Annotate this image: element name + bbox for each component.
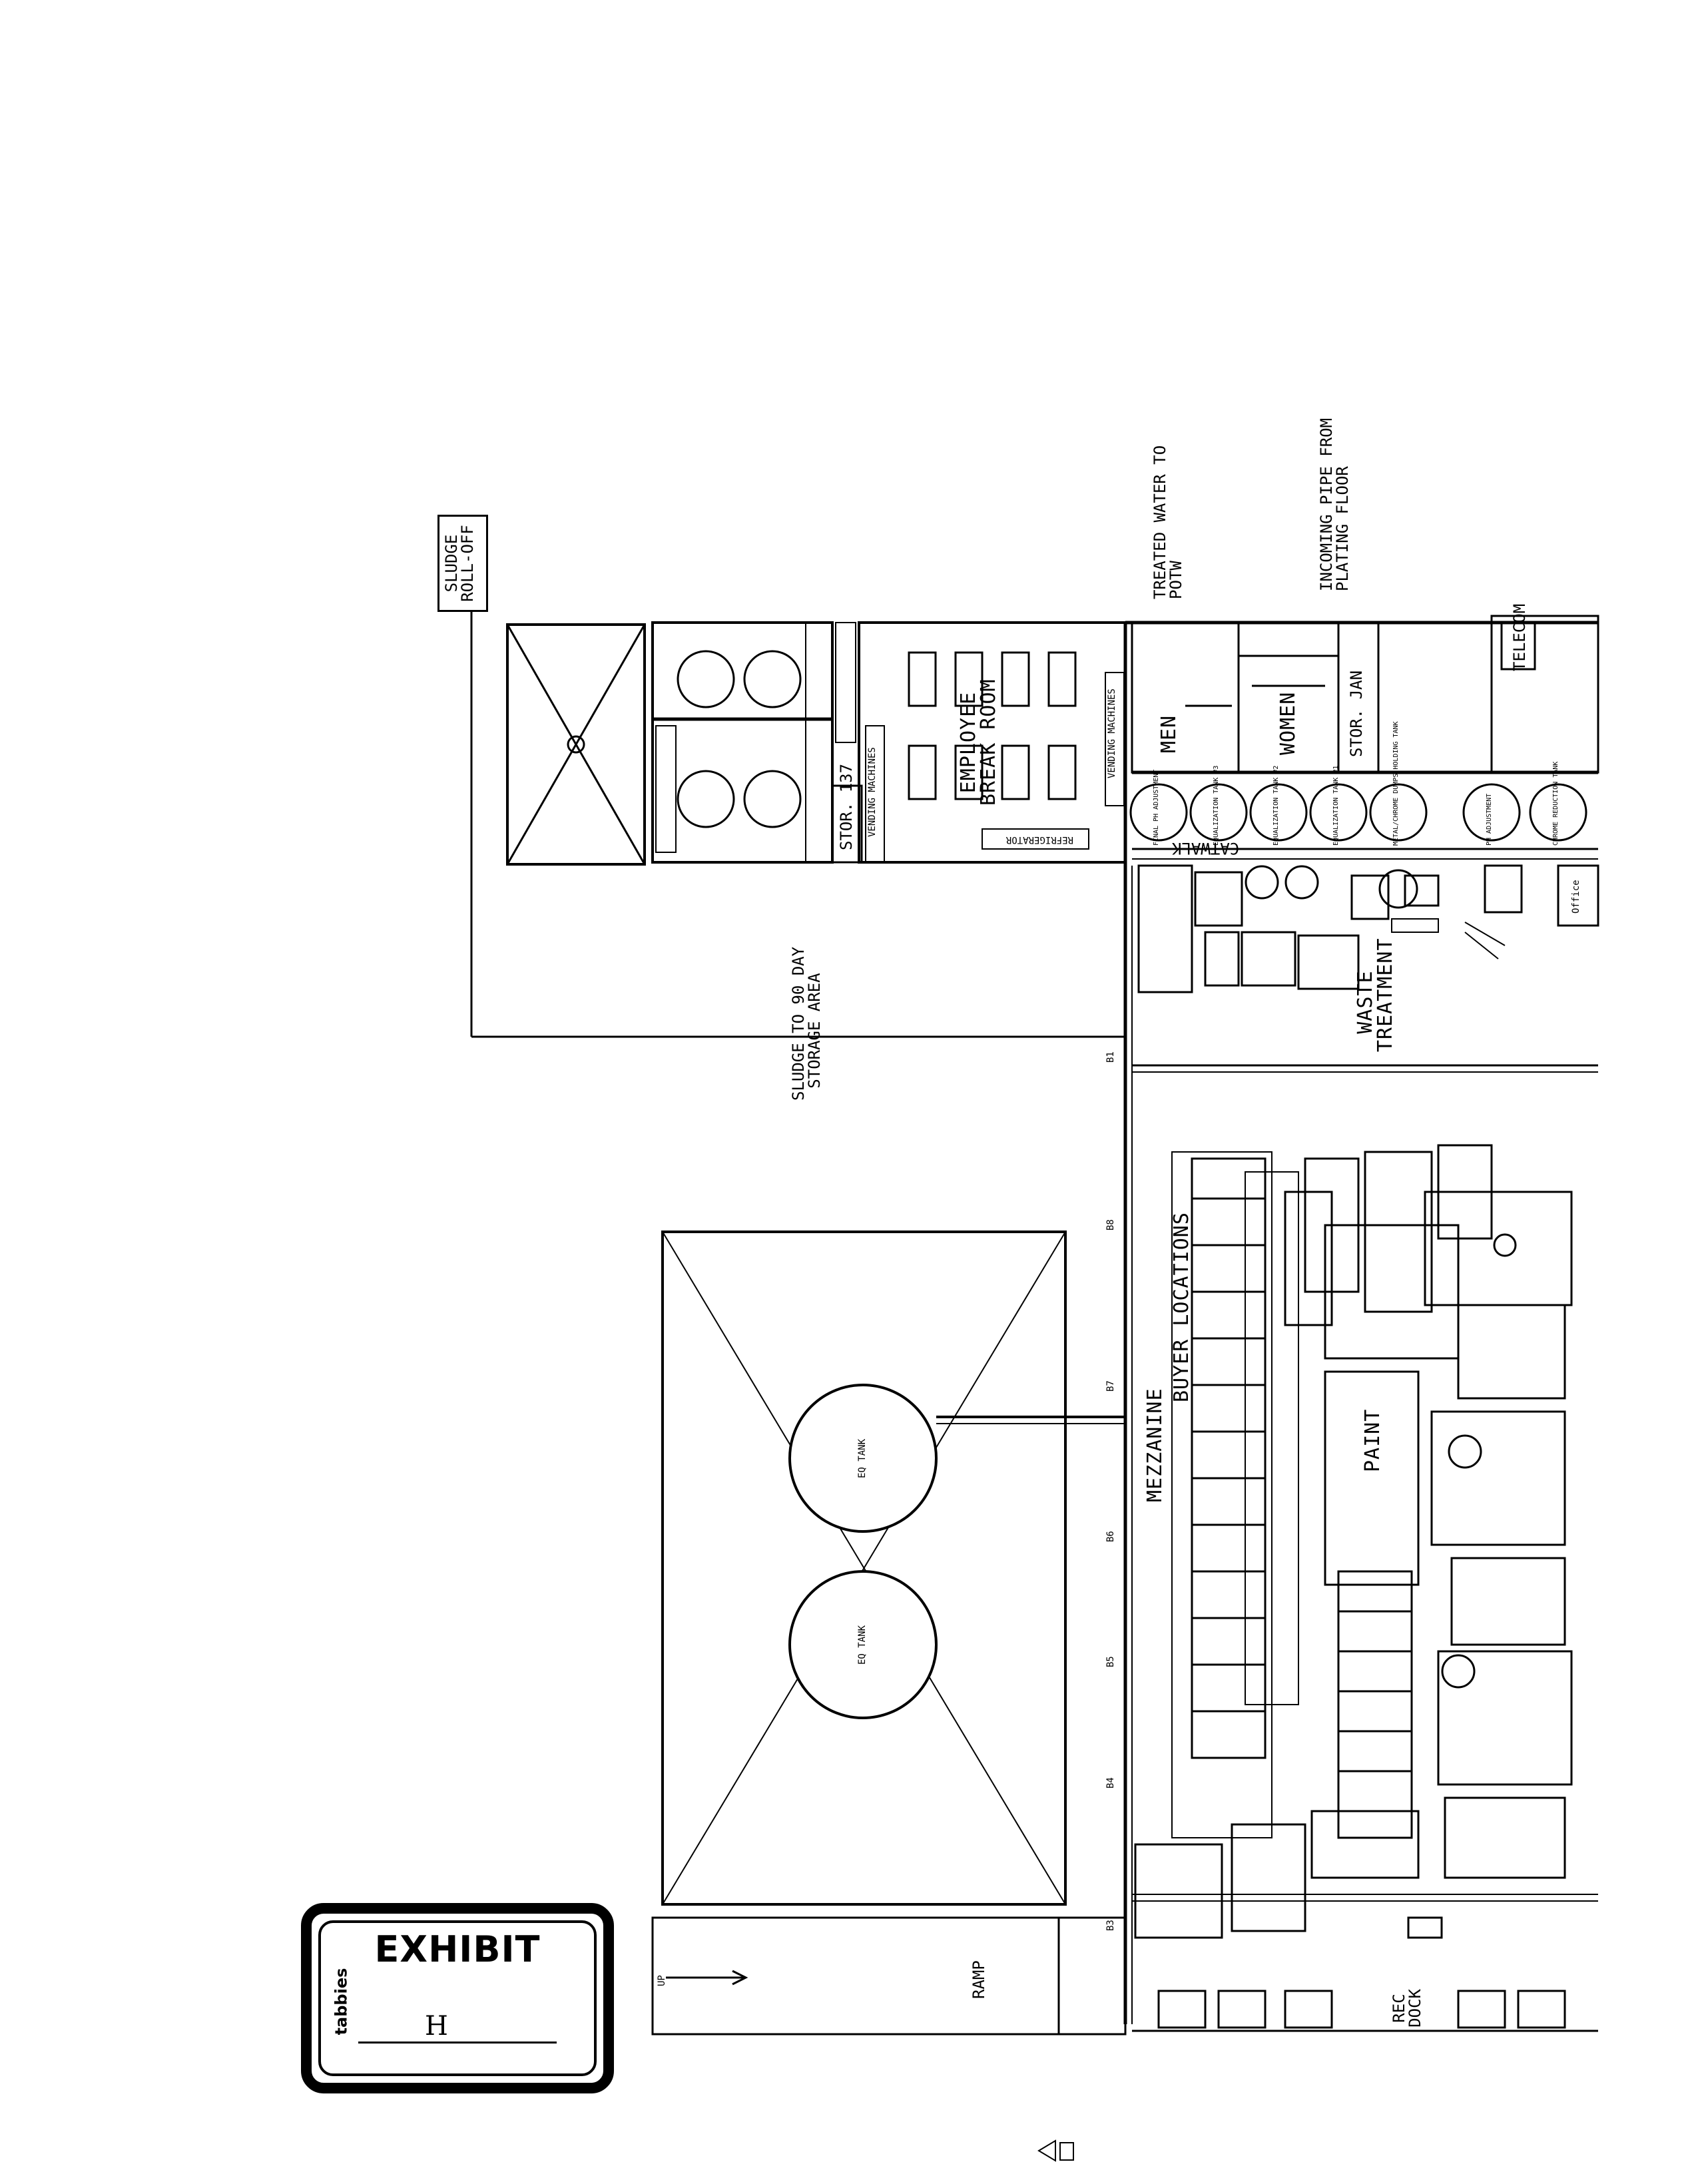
buyer-locations-label: BUYER LOCATIONS [1170, 1212, 1193, 1402]
refrigerator-label: REFRIGERATOR [1005, 834, 1073, 845]
women-room-label: WOMEN [1276, 691, 1300, 755]
waste-treatment-label: WASTE TREATMENT [1354, 938, 1397, 1052]
tank-label: EQUALIZATION TANK #2 [1272, 765, 1280, 846]
rec-dock-label: REC DOCK [1390, 1989, 1424, 2028]
office-label: Office [1571, 880, 1581, 914]
eq-tank-1-label: EQ TANK [857, 1438, 868, 1478]
exhibit-sticker-frame [318, 1920, 597, 2076]
svg-text:B3: B3 [1105, 1920, 1116, 1931]
tank-label: METAL/CHROME DUMPS HOLDING TANK [1392, 721, 1400, 846]
vending-machines-left-label: VENDING MACHINES [867, 747, 878, 837]
ramp-label: RAMP [970, 1960, 988, 1999]
tank-label: CHROME REDUCTION TANK [1552, 761, 1559, 846]
exhibit-sticker: EXHIBIT tabbies H [301, 1903, 614, 2093]
tank-label: PH ADJUSTMENT [1486, 793, 1493, 846]
tank-label: EQUALIZATION TANK #3 [1213, 765, 1220, 846]
tank-label: EQUALIZATION TANK #1 [1332, 765, 1340, 846]
paint-area-label: PAINT [1361, 1408, 1384, 1472]
catwalk-label: CATWALK [1172, 839, 1240, 858]
svg-text:B4: B4 [1105, 1777, 1116, 1788]
eq-tank-2-label: EQ TANK [857, 1625, 868, 1665]
men-room-label: MEN [1157, 714, 1181, 753]
incoming-pipe-label: INCOMING PIPE FROM PLATING FLOOR [1317, 417, 1352, 591]
exhibit-brand-logo: tabbies [332, 1968, 351, 2036]
vending-machines-right-label: VENDING MACHINES [1107, 688, 1117, 778]
sludge-storage-label: SLUDGE TO 90 DAY STORAGE AREA [789, 946, 824, 1101]
employee-break-room-label: EMPLOYEE BREAK ROOM [957, 679, 1000, 806]
svg-text:B6: B6 [1105, 1531, 1116, 1542]
stor-137-label: STOR. 137 [837, 763, 856, 850]
exhibit-letter: H [425, 2011, 448, 2042]
exhibit-title: EXHIBIT [374, 1928, 541, 1970]
svg-text:B8: B8 [1105, 1219, 1116, 1230]
svg-text:B1: B1 [1105, 1051, 1116, 1063]
svg-text:B5: B5 [1105, 1656, 1116, 1667]
sludge-rolloff-label: SLUDGE ROLL-OFF [437, 515, 488, 612]
svg-text:B7: B7 [1105, 1380, 1116, 1392]
tank-label: FINAL PH ADJUSTMENT [1153, 769, 1160, 846]
up-label: UP [657, 1975, 667, 1986]
treated-water-label: TREATED WATER TO POTW [1151, 445, 1185, 599]
exhibit-signature-line [358, 2042, 557, 2044]
telecom-label: TELECOM [1510, 603, 1529, 671]
stor-jan-label: STOR. JAN [1347, 670, 1366, 757]
mezzanine-label: MEZZANINE [1143, 1388, 1167, 1502]
